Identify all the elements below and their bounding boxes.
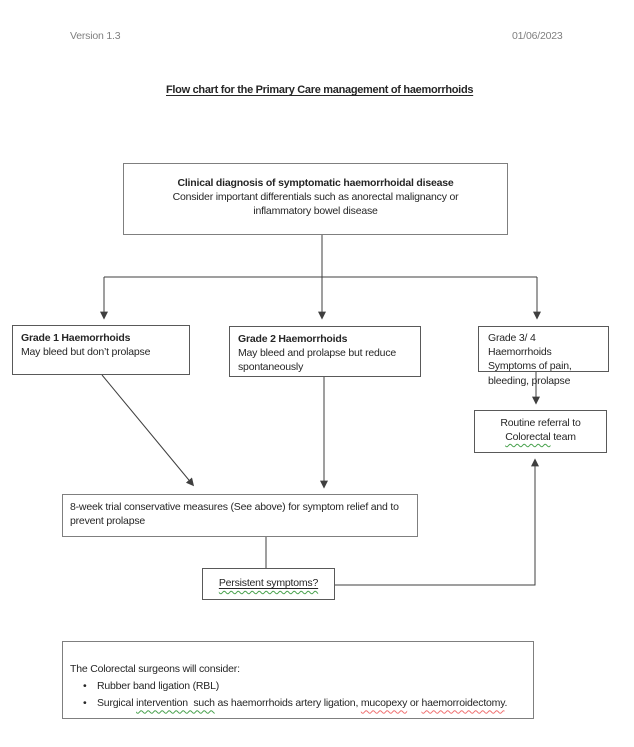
bullet-item-rbl: • Rubber band ligation (RBL) xyxy=(70,679,525,693)
referral-line2: Colorectal team xyxy=(475,430,606,444)
surgical-grammar-flagged: intervention such xyxy=(136,697,215,710)
trial-box: 8-week trial conservative measures (See … xyxy=(62,494,418,537)
bullet-surgical-text: Surgical intervention such as haemorrhoi… xyxy=(97,696,525,710)
diagnosis-heading: Clinical diagnosis of symptomatic haemor… xyxy=(177,177,454,189)
referral-team-word: team xyxy=(550,431,576,444)
surgical-period: . xyxy=(504,697,508,710)
bullet-item-surgical: • Surgical intervention such as haemorrh… xyxy=(70,696,525,710)
page-title: Flow chart for the Primary Care manageme… xyxy=(166,84,474,96)
persistent-symptoms-underline: Persistent symptoms? xyxy=(219,577,318,589)
diagnosis-body: Consider important differentials such as… xyxy=(172,191,459,218)
grade1-box: Grade 1 Haemorrhoids May bleed but don’t… xyxy=(12,325,190,375)
persistent-symptoms-text: Persistent symptoms? xyxy=(218,577,319,589)
bullet-icon: • xyxy=(83,697,87,710)
persistent-symptoms-box: Persistent symptoms? xyxy=(202,568,335,600)
grade2-heading: Grade 2 Haemorrhoids xyxy=(238,333,348,345)
referral-box: Routine referral to Colorectal team xyxy=(474,410,607,453)
grade2-body: May bleed and prolapse but reduce sponta… xyxy=(238,347,397,374)
surgical-spell-flagged-haemorroidectomy: haemorroidectomy xyxy=(421,697,505,710)
grade34-heading: Grade 3/ 4 Haemorrhoids xyxy=(488,332,552,359)
connector-arrow-grade1-trial xyxy=(101,374,195,487)
referral-colorectal-word: Colorectal xyxy=(505,431,551,444)
grade34-box: Grade 3/ 4 Haemorrhoids Symptoms of pain… xyxy=(478,326,609,387)
version-label: Version 1.3 xyxy=(70,30,121,42)
referral-line1: Routine referral to xyxy=(500,417,581,429)
surgical-or: or xyxy=(407,697,422,710)
surgeons-box: The Colorectal surgeons will consider: •… xyxy=(62,641,534,719)
surgical-mid: as haemorrhoids artery ligation, xyxy=(214,697,361,710)
grade2-box: Grade 2 Haemorrhoids May bleed and prola… xyxy=(229,326,421,377)
trial-text: 8-week trial conservative measures (See … xyxy=(70,501,399,528)
grade34-body: Symptoms of pain, bleeding, prolapse xyxy=(488,360,572,387)
surgeons-intro: The Colorectal surgeons will consider: xyxy=(70,663,240,675)
grade1-body: May bleed but don’t prolapse xyxy=(21,346,151,359)
connector-arrow-persistent-referral xyxy=(335,458,539,586)
surgical-spell-flagged-mucopexy: mucopexy xyxy=(360,697,408,710)
bullet-rbl-text: Rubber band ligation (RBL) xyxy=(97,680,220,693)
date-label: 01/06/2023 xyxy=(512,30,563,42)
grade1-heading: Grade 1 Haemorrhoids xyxy=(21,332,131,344)
surgical-prefix: Surgical xyxy=(97,697,137,710)
bullet-icon: • xyxy=(83,680,87,693)
diagnosis-box: Clinical diagnosis of symptomatic haemor… xyxy=(123,163,508,235)
